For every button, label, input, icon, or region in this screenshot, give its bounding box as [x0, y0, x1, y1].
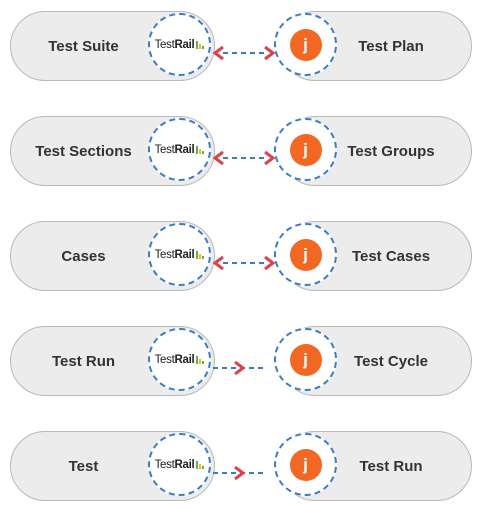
testrail-logo-text: Test	[154, 353, 175, 366]
jira-entity-label: Test Run	[359, 457, 423, 475]
testrail-entity-label: Test Sections	[35, 142, 132, 160]
jira-logo-badge: j	[274, 433, 337, 496]
left-arrow-icon	[212, 151, 224, 165]
testrail-entity-label: Test Suite	[48, 37, 119, 55]
right-arrow-icon	[264, 256, 276, 270]
testrail-bars-icon	[195, 145, 205, 154]
one-way-connector	[213, 466, 265, 480]
right-arrow-icon	[264, 151, 276, 165]
jira-logo-icon: j	[289, 28, 322, 61]
bidirectional-connector	[212, 151, 276, 165]
jira-logo-icon: j	[289, 448, 322, 481]
testrail-entity-label: Cases	[61, 247, 106, 265]
left-arrow-icon	[212, 46, 224, 60]
jira-logo-badge: j	[274, 118, 337, 181]
right-arrow-icon	[234, 466, 246, 480]
testrail-logo-text: Test	[154, 458, 175, 471]
testrail-logo-text-bold: Rail	[174, 458, 195, 471]
jira-logo-icon: j	[289, 343, 322, 376]
testrail-logo-text: Test	[154, 248, 175, 261]
testrail-logo-text-bold: Rail	[174, 38, 195, 51]
jira-logo-icon: j	[289, 133, 322, 166]
testrail-bars-icon	[195, 40, 205, 49]
testrail-entity-label: Test	[68, 457, 99, 475]
left-arrow-icon	[212, 256, 224, 270]
bidirectional-connector	[212, 46, 276, 60]
jira-logo-badge: j	[274, 13, 337, 76]
testrail-entity-label: Test Run	[51, 352, 116, 370]
one-way-connector	[213, 361, 265, 375]
testrail-bars-icon	[195, 355, 205, 364]
jira-logo-badge: j	[274, 328, 337, 391]
jira-entity-label: Test Plan	[358, 37, 424, 55]
testrail-logo-text: Test	[154, 38, 175, 51]
right-arrow-icon	[264, 46, 276, 60]
jira-entity-label: Test Groups	[347, 142, 435, 160]
jira-logo-badge: j	[274, 223, 337, 286]
jira-entity-label: Test Cycle	[354, 352, 428, 370]
jira-logo-icon: j	[289, 238, 322, 271]
testrail-logo-text-bold: Rail	[174, 143, 195, 156]
testrail-logo-text-bold: Rail	[174, 353, 195, 366]
testrail-bars-icon	[195, 460, 205, 469]
bidirectional-connector	[212, 256, 276, 270]
testrail-logo-text: Test	[154, 143, 175, 156]
testrail-bars-icon	[195, 250, 205, 259]
right-arrow-icon	[234, 361, 246, 375]
jira-entity-label: Test Cases	[351, 247, 431, 265]
testrail-logo-text-bold: Rail	[174, 248, 195, 261]
